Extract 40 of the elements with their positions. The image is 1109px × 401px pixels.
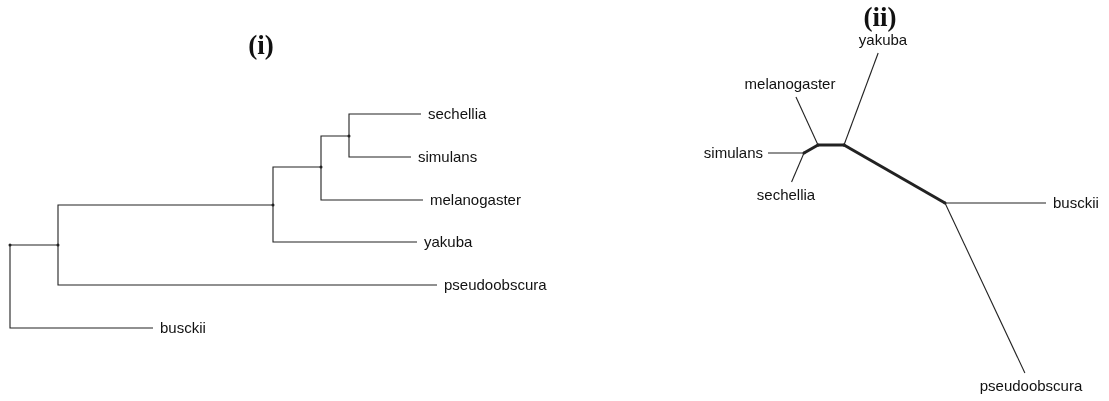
- branch-line: [944, 202, 1047, 204]
- junction-dot: [347, 134, 351, 138]
- junction-dot: [8, 243, 12, 247]
- branch-line: [57, 244, 438, 286]
- junction-dot: [319, 165, 323, 169]
- panel-label: (i): [248, 29, 274, 61]
- split-band: [818, 143, 844, 147]
- branch-line: [272, 204, 418, 243]
- species-label: sechellia: [421, 105, 487, 123]
- species-label: simulans: [703, 144, 768, 162]
- species-label: melanogaster: [423, 191, 521, 209]
- branch-line: [320, 166, 424, 201]
- junction-dot: [816, 143, 820, 147]
- junction-dot: [943, 201, 947, 205]
- branch-line: [944, 202, 1026, 374]
- junction-dot: [56, 243, 60, 247]
- junction-dot: [271, 203, 275, 207]
- branch-line: [843, 52, 879, 146]
- branch-line: [9, 244, 154, 329]
- branch-line: [9, 244, 59, 246]
- branch-line: [348, 135, 412, 158]
- branch-line: [767, 152, 805, 154]
- branch-line: [272, 166, 322, 206]
- species-label: sechellia: [752, 182, 820, 208]
- branch-line: [795, 96, 819, 146]
- branch-line: [791, 152, 805, 183]
- branch-line: [348, 113, 422, 137]
- split-band: [843, 143, 946, 205]
- species-label: simulans: [411, 148, 478, 166]
- species-label: busckii: [153, 319, 206, 337]
- species-label: busckii: [1046, 194, 1099, 212]
- species-label: pseudoobscura: [975, 373, 1087, 399]
- species-label: yakuba: [417, 233, 473, 251]
- junction-dot: [842, 143, 846, 147]
- branch-line: [320, 135, 350, 168]
- panel-label: (ii): [863, 1, 897, 33]
- branch-line: [57, 204, 274, 246]
- species-label: melanogaster: [740, 71, 840, 97]
- species-label: pseudoobscura: [437, 276, 547, 294]
- junction-dot: [802, 151, 806, 155]
